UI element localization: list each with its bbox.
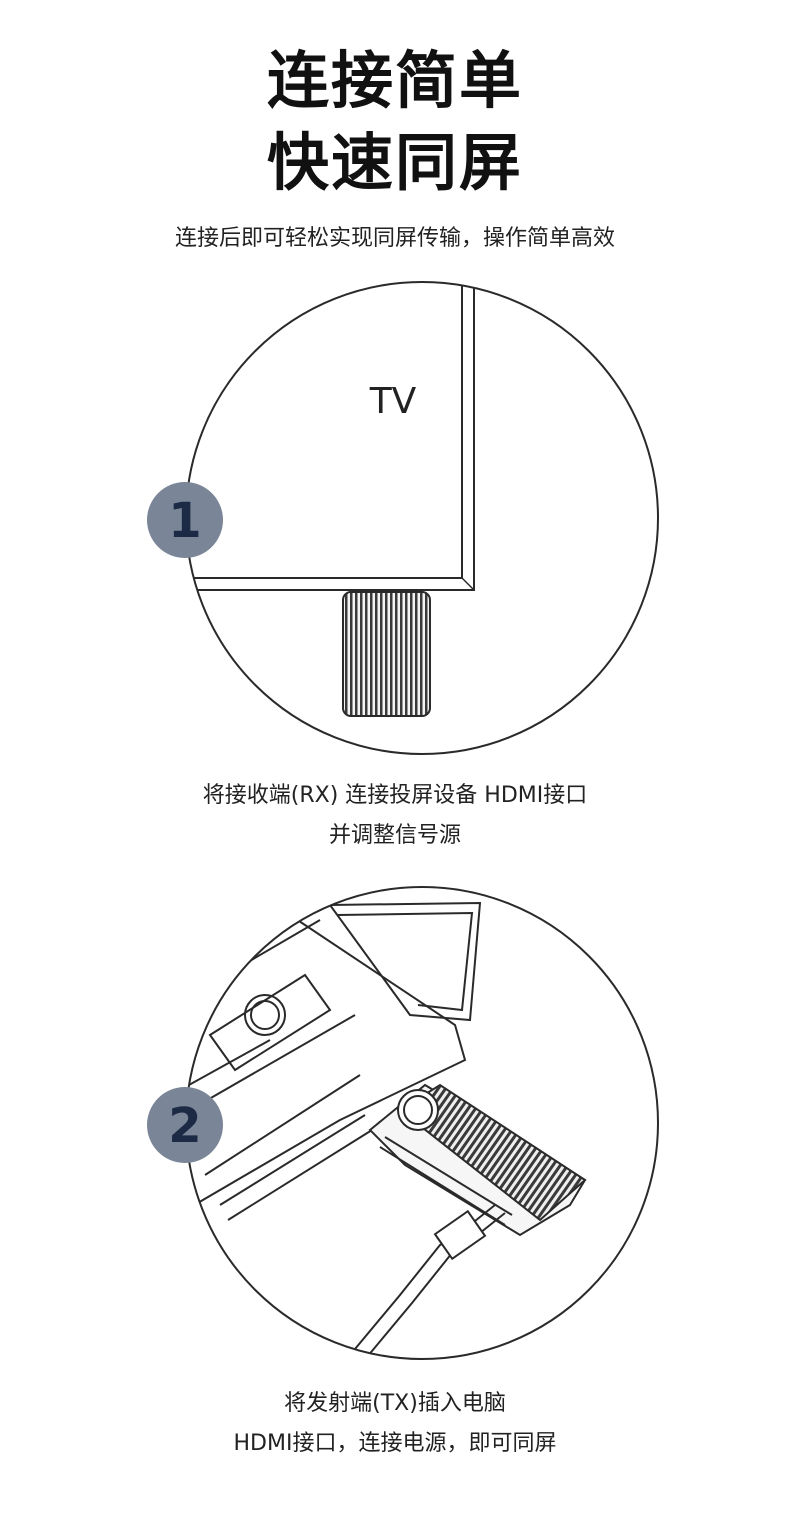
page-title-line-2: 快速同屏 xyxy=(266,126,523,199)
tv-label: TV xyxy=(369,381,417,422)
step2-caption: 将发射端(TX)插入电脑 HDMI接口，连接电源，即可同屏 xyxy=(0,1384,790,1464)
tx-dongle xyxy=(368,1083,587,1237)
laptop-drawing xyxy=(186,901,587,1359)
step1-number: 1 xyxy=(168,493,201,549)
step2-caption-line-1: 将发射端(TX)插入电脑 xyxy=(284,1391,506,1416)
tv-drawing xyxy=(186,282,475,717)
rx-dongle xyxy=(342,591,431,717)
step1-illustration: TV 1 xyxy=(147,281,659,755)
step1-caption-line-2: 并调整信号源 xyxy=(328,823,461,848)
step1-caption-line-1: 将接收端(RX) 连接投屏设备 HDMI接口 xyxy=(202,783,588,808)
page-subtitle: 连接后即可轻松实现同屏传输，操作简单高效 xyxy=(174,226,615,251)
step1-caption: 将接收端(RX) 连接投屏设备 HDMI接口 并调整信号源 xyxy=(0,776,790,856)
step2-caption-line-2: HDMI接口，连接电源，即可同屏 xyxy=(233,1431,557,1456)
step2-illustration: 2 xyxy=(147,886,659,1360)
step1-badge xyxy=(147,482,223,558)
step2-badge xyxy=(147,1087,223,1163)
step2-number: 2 xyxy=(168,1098,201,1154)
page-title-line-1: 连接简单 xyxy=(266,44,523,117)
